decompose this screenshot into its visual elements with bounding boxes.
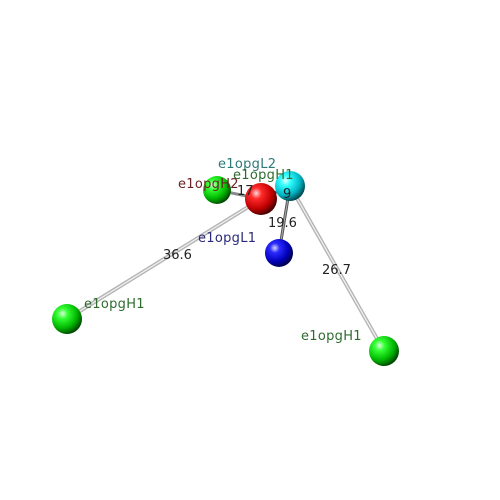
- atom-label-teal-top: e1opgL2: [218, 157, 276, 172]
- atom-green-right[interactable]: [369, 336, 399, 366]
- atom-layer: [52, 171, 399, 366]
- distance-label-red-green-left: 36.6: [163, 248, 192, 263]
- atom-label-green-top: e1opgH2: [178, 177, 239, 192]
- atom-label-cyan: e1opgH1: [233, 168, 294, 183]
- distance-label-cyan-blue: 19.6: [268, 216, 297, 231]
- distance-label-red-cyan: 9: [283, 187, 291, 202]
- atom-label-green-left: e1opgH1: [84, 297, 145, 312]
- atom-label-layer: e1opgH1 e1opgH1 e1opgH2 e1opgL2 e1opgH1 …: [84, 157, 362, 344]
- distance-label-cyan-green-right: 26.7: [322, 263, 351, 278]
- bond-cyan-green-right[interactable]: [288, 184, 386, 353]
- atom-cyan[interactable]: [275, 171, 305, 201]
- atom-green-top[interactable]: [203, 176, 231, 204]
- distance-label-green-red-top: 17: [237, 184, 254, 199]
- atom-label-green-right: e1opgH1: [301, 329, 362, 344]
- bond-red-green-left[interactable]: [65, 197, 263, 321]
- atom-red[interactable]: [245, 183, 277, 215]
- atom-green-left[interactable]: [52, 304, 82, 334]
- atom-blue[interactable]: [265, 239, 293, 267]
- distance-label-layer: 36.6 26.7 19.6 9 17: [163, 184, 351, 278]
- atom-label-blue: e1opgL1: [198, 231, 256, 246]
